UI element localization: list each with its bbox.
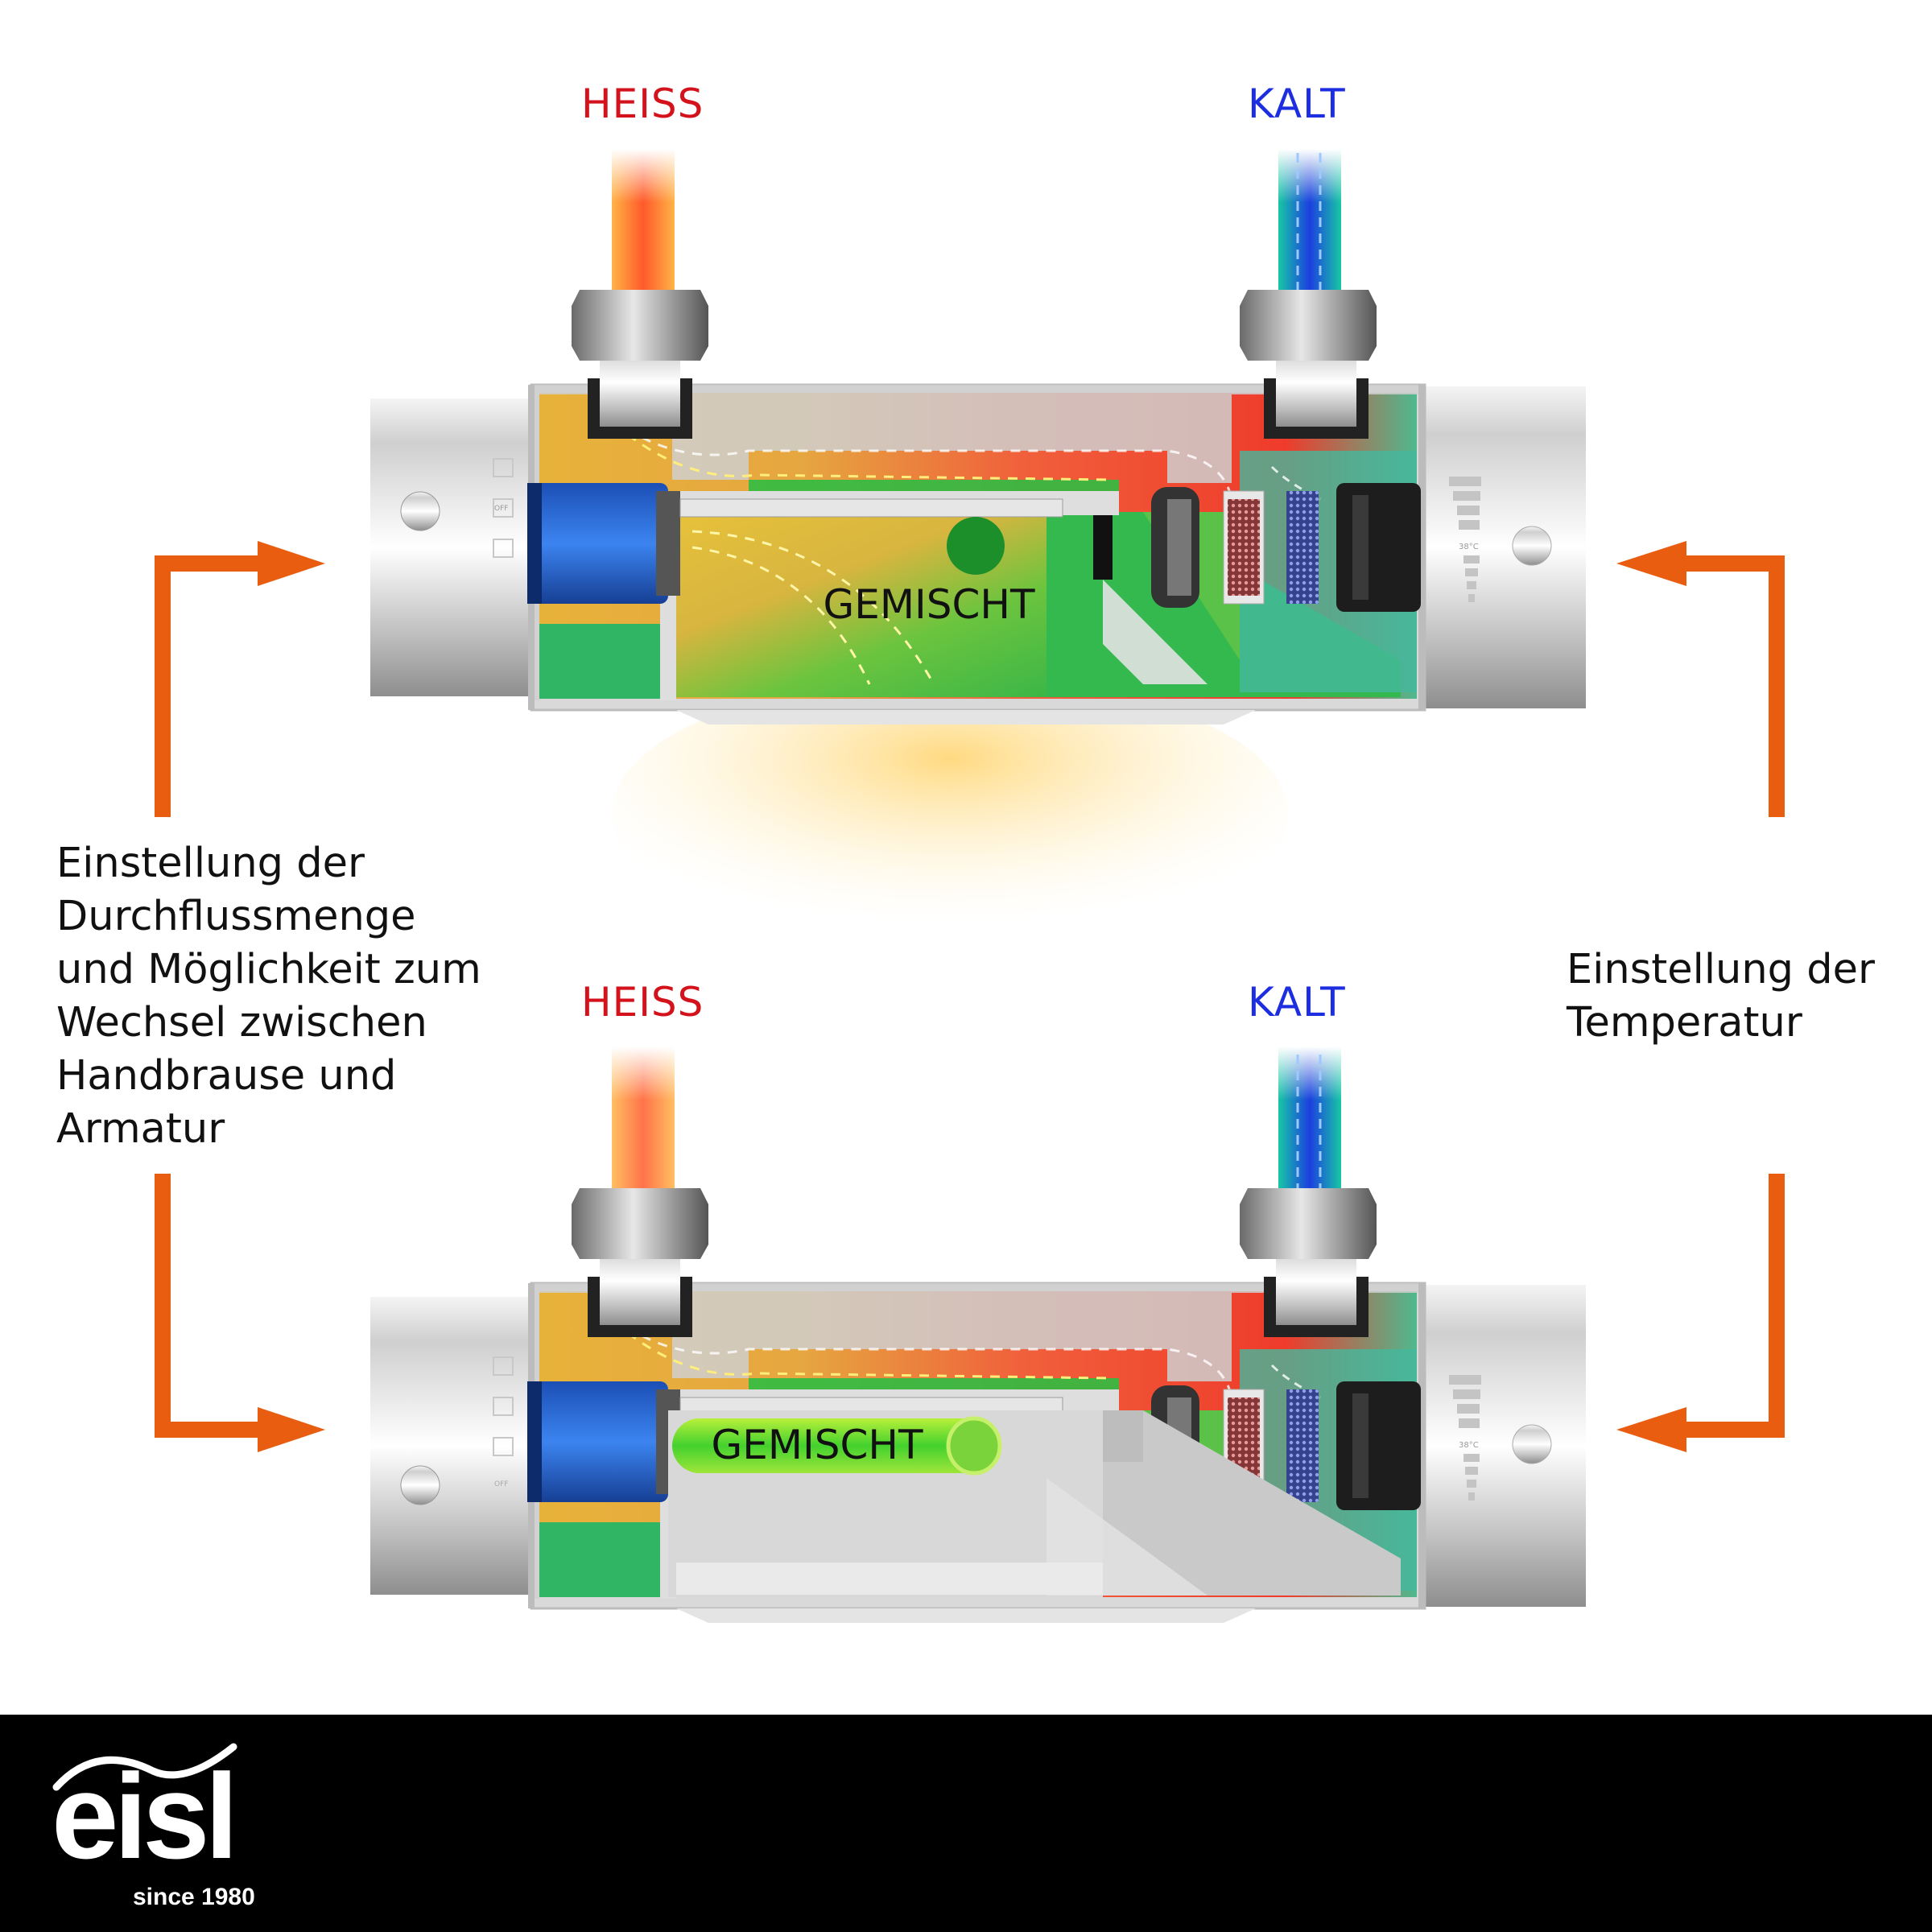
left-arrows xyxy=(155,555,266,1438)
knob-off-label-bottom: OFF xyxy=(494,1480,508,1488)
hot-label-top: HEISS xyxy=(581,80,704,127)
right-arrows xyxy=(1678,555,1785,1438)
top-thermostat xyxy=(369,149,1587,950)
mixed-label-top: GEMISCHT xyxy=(823,581,1034,628)
flow-knob[interactable] xyxy=(400,491,440,531)
caption-line: Wechsel zwischen xyxy=(56,999,427,1046)
caption-line: Durchflussmenge xyxy=(56,893,416,940)
caption-line: und Möglichkeit zum xyxy=(56,946,481,993)
caption-line: Temperatur xyxy=(1567,999,1802,1046)
left-arrow-head-bottom xyxy=(258,1407,325,1452)
cold-label-bottom: KALT xyxy=(1248,979,1346,1026)
logo-swirl xyxy=(52,1743,237,1791)
flow-adjust-caption: Einstellung der Durchflussmenge und Mögl… xyxy=(56,837,481,1156)
logo-tagline: since 1980 xyxy=(133,1884,255,1910)
caption-line: Armatur xyxy=(56,1105,225,1153)
right-arrow-head-bottom xyxy=(1616,1407,1686,1452)
hot-label-bottom: HEISS xyxy=(581,979,704,1026)
caption-line: Einstellung der xyxy=(1567,946,1875,993)
flow-knob-bottom[interactable] xyxy=(400,1465,440,1505)
footer-bar xyxy=(0,1715,1932,1932)
knob-temp-label-bottom: 38°C xyxy=(1459,1441,1479,1450)
mixed-label-bottom: GEMISCHT xyxy=(711,1422,923,1468)
knob-temp-label: 38°C xyxy=(1459,543,1479,551)
right-arrow-head-top xyxy=(1616,541,1686,586)
bottom-thermostat xyxy=(369,1046,1587,1624)
left-arrow-head-top xyxy=(258,541,325,586)
mixed-indicator-dot xyxy=(947,517,1005,575)
knob-off-label: OFF xyxy=(494,505,508,513)
caption-line: Handbrause und xyxy=(56,1052,397,1100)
cold-label-top: KALT xyxy=(1248,80,1346,127)
temperature-adjust-caption: Einstellung der Temperatur xyxy=(1567,943,1875,1050)
mixed-flow-tube xyxy=(672,1418,994,1473)
logo-wordmark: eisl xyxy=(52,1748,238,1884)
caption-line: Einstellung der xyxy=(56,840,365,887)
